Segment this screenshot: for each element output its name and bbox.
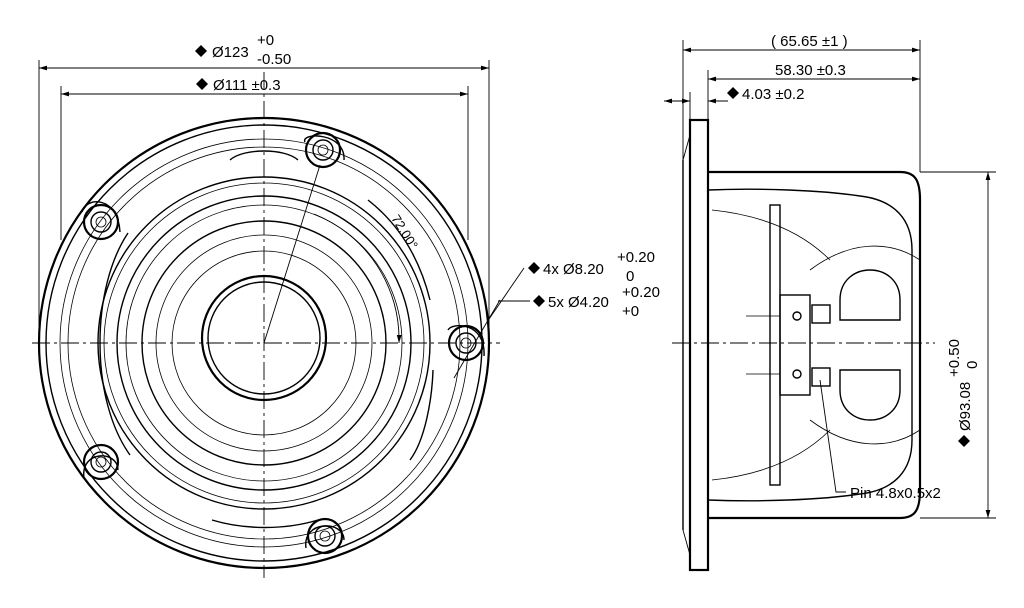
diamond-icon xyxy=(196,78,208,90)
svg-text:4x Ø8.20: 4x Ø8.20 xyxy=(543,261,604,278)
basket-curve-lower xyxy=(711,429,831,481)
flange-thickness-label: 4.03 ±0.2 xyxy=(727,86,804,103)
diamond-icon xyxy=(528,262,540,274)
flange-dia-label: Ø111±0.3 xyxy=(196,77,281,94)
body-dia-tol-upper: +0.50 xyxy=(946,339,963,377)
mounting-hole xyxy=(306,517,344,555)
cone-circle xyxy=(141,220,387,466)
channel-circle-2 xyxy=(67,146,461,540)
flange-inner-circle xyxy=(97,176,431,510)
pin-leader xyxy=(819,379,846,493)
flange-bevel-2 xyxy=(682,529,691,556)
terminal-pin xyxy=(811,367,831,387)
basket-inner xyxy=(707,188,913,502)
large-holes-value: Ø8.20 xyxy=(563,261,604,278)
large-holes-prefix: 4x xyxy=(543,261,563,278)
vent-arch-lower xyxy=(839,369,901,421)
dust-cap-inner xyxy=(207,281,321,395)
flange-dia-value: Ø111 xyxy=(213,77,247,94)
small-holes-prefix: 5x xyxy=(548,294,568,311)
flange-dia-tol: ±0.3 xyxy=(251,77,280,94)
vent-arch-upper xyxy=(839,269,901,321)
cone-circle-3 xyxy=(171,250,357,436)
body-depth-label: 58.30 ±0.3 xyxy=(775,62,846,79)
cone-circle-2 xyxy=(155,234,373,452)
diamond-icon xyxy=(727,87,739,99)
flange-bevel xyxy=(682,134,691,161)
hole-boss-outline xyxy=(81,135,485,549)
magnet-body xyxy=(779,294,811,396)
terminal-screw xyxy=(792,311,802,321)
angle-ray xyxy=(263,164,321,344)
small-holes-tol-upper: +0.20 xyxy=(622,284,660,301)
side-view xyxy=(672,118,935,572)
hole-leader-line xyxy=(453,299,501,379)
basket-outline xyxy=(708,170,922,520)
body-dia-label: Ø93.08 +0.50 0 xyxy=(946,339,981,447)
outer-dia-label: Ø123 +0 -0.50 xyxy=(195,32,291,68)
outer-frame-circle xyxy=(37,116,491,570)
outer-dia-symbol: Ø xyxy=(212,44,224,61)
terminal-screw xyxy=(792,369,802,379)
angle-arc xyxy=(313,213,402,344)
side-dimensions xyxy=(664,40,996,519)
diamond-icon xyxy=(533,295,545,307)
front-dimensions xyxy=(38,60,490,330)
svg-text:Ø123: Ø123 xyxy=(212,44,249,61)
flange-thickness-value: 4.03 ±0.2 xyxy=(742,86,804,103)
flange-inner-circle-2 xyxy=(103,182,425,504)
spoke-line xyxy=(809,245,921,271)
terminal-leg xyxy=(746,315,780,375)
diamond-icon xyxy=(195,45,207,57)
svg-text:Ø111±0.3: Ø111±0.3 xyxy=(213,77,281,94)
magnet-plate xyxy=(769,204,781,486)
channel-circle xyxy=(59,138,469,548)
spoke-line xyxy=(809,419,921,445)
mounting-hole xyxy=(304,131,342,169)
small-holes-tol-lower: +0 xyxy=(622,303,639,320)
front-view xyxy=(32,72,501,578)
pin-label: Pin 4.8x0.5x2 xyxy=(850,485,941,502)
svg-text:5x Ø4.20: 5x Ø4.20 xyxy=(548,294,609,311)
basket-curve-upper xyxy=(711,209,831,261)
terminal-pin xyxy=(811,304,831,324)
large-holes-label: 4x Ø8.20 +0.20 0 xyxy=(528,249,655,285)
surround-circle xyxy=(116,195,412,491)
outer-dia-tol-lower: -0.50 xyxy=(257,51,291,68)
surround-circle-2 xyxy=(125,204,403,482)
outer-dia-tol-upper: +0 xyxy=(257,32,274,49)
flange-plate xyxy=(688,118,710,572)
body-dia-value: Ø93.08 xyxy=(957,382,974,431)
dust-cap-outer xyxy=(200,274,328,402)
small-holes-label: 5x Ø4.20 +0.20 +0 xyxy=(533,284,660,320)
small-holes-value: Ø4.20 xyxy=(568,294,609,311)
overall-depth-label: ( 65.65 ±1 ) xyxy=(771,33,848,50)
large-holes-tol-lower: 0 xyxy=(626,268,634,285)
angle-label: 72.00° xyxy=(388,212,421,252)
flange-ring-outer xyxy=(99,150,434,529)
mounting-hole xyxy=(82,443,120,481)
diamond-icon xyxy=(958,435,970,447)
large-holes-tol-upper: +0.20 xyxy=(617,249,655,266)
outer-dia-value: 123 xyxy=(224,44,249,61)
body-dia-tol-lower: 0 xyxy=(964,361,981,369)
large-holes-leader xyxy=(486,267,525,323)
